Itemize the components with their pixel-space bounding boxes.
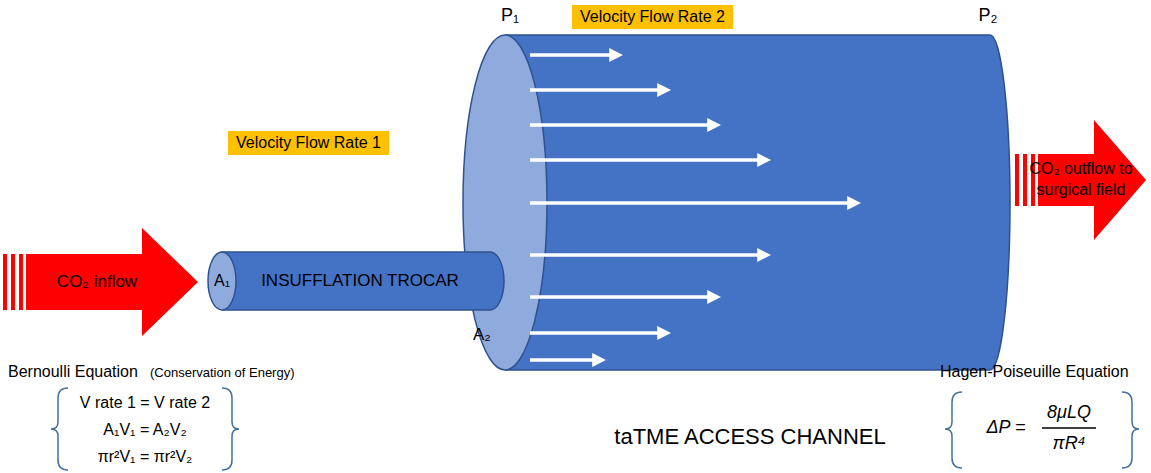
flow-arrow: [530, 88, 660, 92]
node-text: Velocity Flow Rate 2: [580, 8, 725, 26]
arrow-body: [26, 228, 198, 336]
arrow-stripe: [19, 254, 23, 310]
equation-text: πR⁴: [1053, 434, 1086, 454]
arrow-stripe: [3, 254, 7, 310]
equation-text: 8μLQ: [1047, 403, 1091, 423]
equation-text: Hagen-Poiseuille Equation: [940, 363, 1129, 381]
flow-arrow: [530, 158, 760, 162]
inflow-arrow: CO₂ inflow: [2, 226, 200, 338]
node-text: taTME ACCESS CHANNEL: [614, 424, 885, 450]
flow-arrow: [530, 331, 660, 335]
arrow-body: [1038, 120, 1146, 240]
trocar-label-area: INSUFFLATION TROCAR: [238, 252, 482, 310]
node-text: CO₂ outflow to surgical field: [1017, 159, 1145, 201]
arrow-stripe: [1015, 154, 1019, 206]
flow-arrow: [530, 253, 760, 257]
flow-arrow: [530, 295, 710, 299]
trocar-cylinder: [208, 252, 504, 310]
equation-text: ΔP =: [987, 418, 1026, 438]
arrow-stripe: [11, 254, 15, 310]
fraction-bar: [1042, 427, 1096, 429]
arrow-shape: [1014, 118, 1148, 242]
equation-text: (Conservation of Energy): [150, 366, 295, 380]
equation-text: Bernoulli Equation: [8, 363, 138, 381]
area-label: A₂: [473, 326, 491, 345]
flow-arrow: [530, 123, 710, 127]
flow-arrow: [530, 53, 612, 57]
node-text: CO₂ inflow: [57, 272, 137, 292]
flow-arrows: [530, 55, 850, 360]
access-channel: taTME ACCESS CHANNEL: [470, 35, 1030, 450]
velocity-tag: Velocity Flow Rate 2: [572, 5, 733, 29]
access-channel-cylinder: [463, 35, 1010, 370]
pressure-label: P₂: [979, 6, 998, 26]
node-text: Velocity Flow Rate 1: [236, 134, 381, 152]
arrow-stripe: [1023, 154, 1027, 206]
pressure-label: P₁: [501, 6, 519, 26]
equation-text: A₁V₁ = A₂V₂: [103, 421, 186, 439]
equation-text: πr²V₁ = πr²V₂: [98, 448, 193, 466]
area-label: A₁: [214, 272, 230, 290]
node-text: INSUFFLATION TROCAR: [261, 271, 459, 291]
flow-arrow: [530, 358, 595, 362]
equation-braces: [51, 388, 1139, 470]
velocity-tag: Velocity Flow Rate 1: [228, 131, 389, 155]
equation-text: V rate 1 = V rate 2: [80, 394, 210, 412]
outflow-arrow: CO₂ outflow to surgical field: [1014, 118, 1148, 242]
flow-arrow: [530, 201, 850, 205]
